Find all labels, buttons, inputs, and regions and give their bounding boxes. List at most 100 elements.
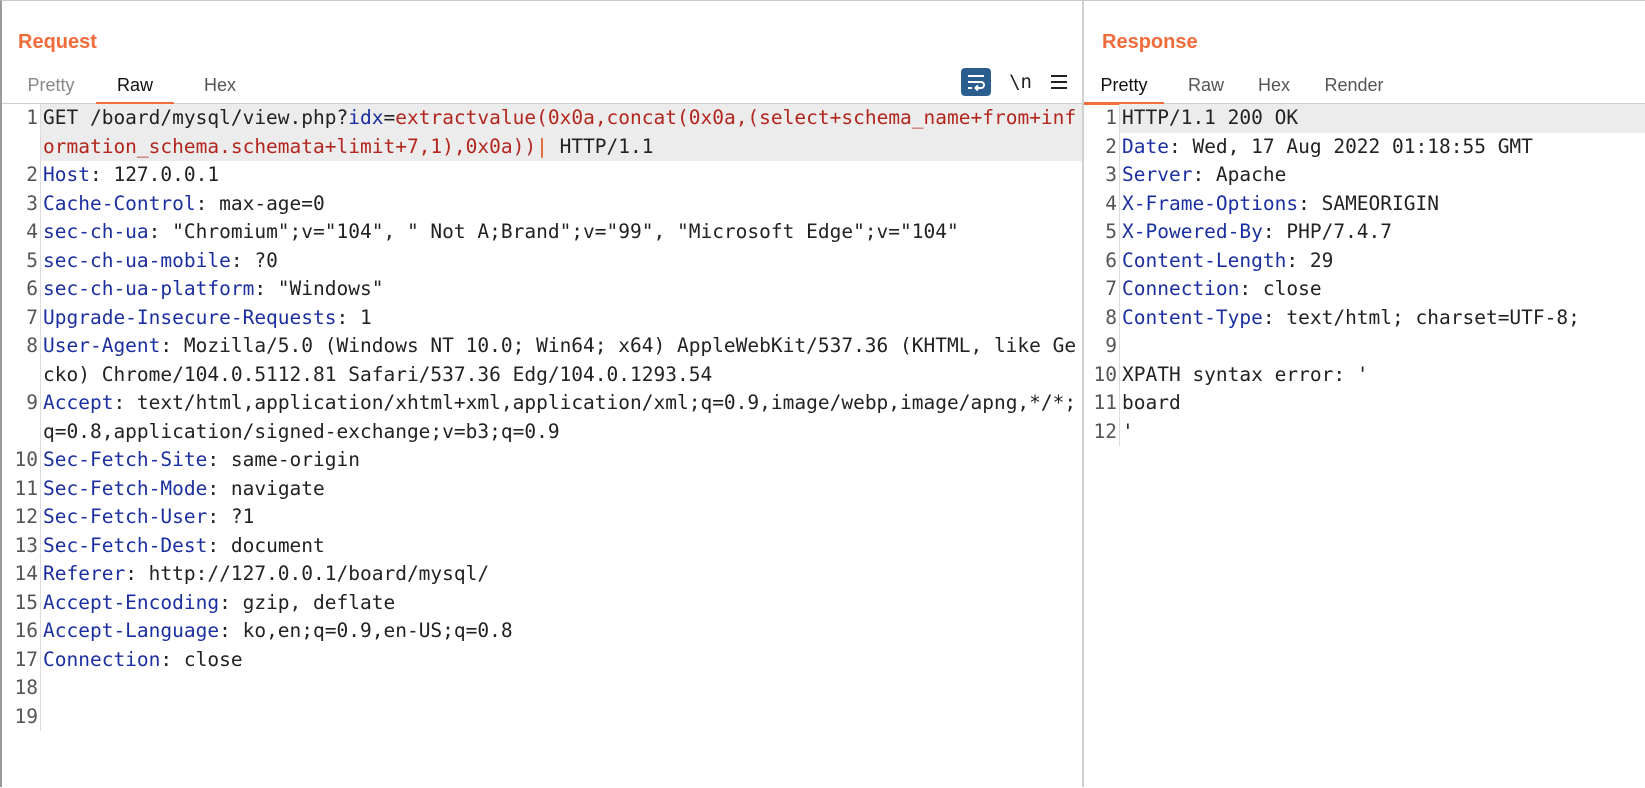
response-tab-pretty[interactable]: Pretty — [1084, 75, 1164, 105]
line-content: Content-Type: text/html; charset=UTF-8; — [1119, 303, 1645, 332]
header-value: : ?1 — [207, 505, 255, 528]
header-name: Accept-Language — [43, 619, 220, 642]
request-tab-bar: Pretty Raw Hex — [2, 69, 1082, 105]
line-number: 4 — [26, 220, 38, 243]
request-tab-raw[interactable]: Raw — [96, 75, 174, 105]
line-number: 14 — [14, 562, 38, 585]
line-number: 7 — [1105, 277, 1117, 300]
line-content: sec-ch-ua-mobile: ?0 — [40, 246, 1082, 275]
line-number: 2 — [26, 163, 38, 186]
header-name: Referer — [43, 562, 126, 585]
request-tab-pretty[interactable]: Pretty — [27, 75, 75, 95]
line-number: 6 — [1105, 248, 1117, 272]
header-value: : text/html,application/xhtml+xml,applic… — [43, 391, 1077, 443]
header-name: Accept-Encoding — [43, 590, 220, 614]
newline-toggle-button[interactable]: \n — [1009, 71, 1032, 93]
line-number: 11 — [14, 476, 38, 500]
line-number: 1 — [26, 106, 38, 129]
header-value: : close — [1239, 277, 1322, 300]
header-name: Sec-Fetch-Dest — [43, 533, 208, 557]
line-number: 16 — [14, 619, 38, 642]
line-content: GET /board/mysql/view.php?idx=extractval… — [40, 104, 1082, 161]
header-name: Cache-Control — [43, 191, 196, 215]
header-value: : close — [160, 647, 243, 671]
header-name: Content-Length — [1122, 248, 1287, 272]
http-version: HTTP/1.1 — [547, 134, 654, 158]
header-name: Accept — [43, 391, 114, 414]
header-value: : gzip, deflate — [219, 590, 396, 614]
header-value: : 1 — [336, 305, 372, 329]
header-name: Host — [43, 163, 90, 186]
line-number: 3 — [26, 191, 38, 215]
line-content: sec-ch-ua-platform: "Windows" — [40, 275, 1082, 304]
sql-injection-payload: extractvalue(0x0a,concat(0x0a,(select+sc… — [43, 106, 1077, 158]
line-content: Content-Length: 29 — [1119, 246, 1645, 275]
line-content — [1119, 332, 1645, 361]
line-number: 8 — [1105, 305, 1117, 329]
body-text: board — [1122, 391, 1181, 414]
wrap-text-icon[interactable] — [961, 68, 992, 96]
header-value: : http://127.0.0.1/board/mysql/ — [125, 562, 490, 585]
line-content: sec-ch-ua: "Chromium";v="104", " Not A;B… — [40, 218, 1082, 247]
hamburger-menu-icon[interactable] — [1050, 74, 1068, 90]
line-number: 9 — [1105, 334, 1117, 357]
response-tab-hex[interactable]: Hex — [1257, 75, 1290, 95]
line-number: 5 — [1105, 220, 1117, 243]
header-value: : max-age=0 — [195, 191, 325, 215]
line-content — [40, 702, 1082, 731]
header-value: : navigate — [207, 476, 325, 500]
line-number: 17 — [14, 647, 38, 671]
body-text: XPATH syntax error: ' — [1122, 362, 1369, 386]
header-name: User-Agent — [43, 334, 161, 357]
line-content: Sec-Fetch-Mode: navigate — [40, 474, 1082, 503]
response-tab-render[interactable]: Render — [1324, 75, 1384, 95]
response-tab-raw[interactable]: Raw — [1187, 75, 1224, 95]
line-number: 5 — [26, 248, 38, 272]
pane-divider[interactable] — [1082, 0, 1084, 787]
response-title: Response — [1102, 31, 1198, 53]
line-number: 3 — [1105, 163, 1117, 186]
line-content: ' — [1119, 417, 1645, 446]
line-number: 10 — [14, 448, 38, 471]
query-param-name: idx — [348, 106, 384, 129]
header-name: Date — [1122, 134, 1169, 158]
header-value: : "Chromium";v="104", " Not A;Brand";v="… — [148, 220, 959, 243]
line-number: 7 — [26, 305, 38, 329]
request-tab-hex[interactable]: Hex — [203, 75, 236, 95]
request-title: Request — [18, 31, 97, 53]
line-content: board — [1119, 389, 1645, 418]
line-content: Sec-Fetch-User: ?1 — [40, 503, 1082, 532]
line-number: 4 — [1105, 191, 1117, 215]
header-name: Sec-Fetch-Site — [43, 448, 208, 471]
header-value: : document — [207, 533, 325, 557]
header-value: : Mozilla/5.0 (Windows NT 10.0; Win64; x… — [43, 334, 1077, 386]
line-content: Connection: close — [40, 645, 1082, 674]
line-content: Accept: text/html,application/xhtml+xml,… — [40, 389, 1082, 446]
header-name: Content-Type — [1122, 305, 1263, 329]
line-content: XPATH syntax error: ' — [1119, 360, 1645, 389]
line-number: 6 — [26, 277, 38, 300]
query-param-equals: = — [383, 106, 396, 129]
line-content: Sec-Fetch-Site: same-origin — [40, 446, 1082, 475]
